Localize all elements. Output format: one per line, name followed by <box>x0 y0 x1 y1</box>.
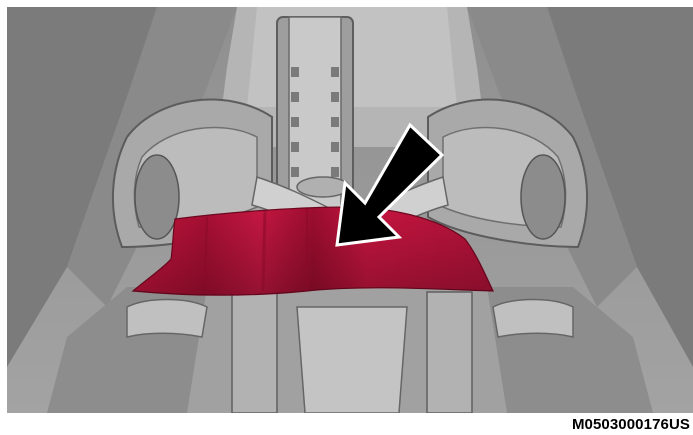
harness-leg-left <box>232 292 277 413</box>
child-seat-illustration <box>7 7 693 413</box>
figure-code-label: M0503000176US <box>569 415 692 434</box>
harness-leg-right <box>427 292 472 413</box>
crotch-buckle <box>297 307 407 413</box>
